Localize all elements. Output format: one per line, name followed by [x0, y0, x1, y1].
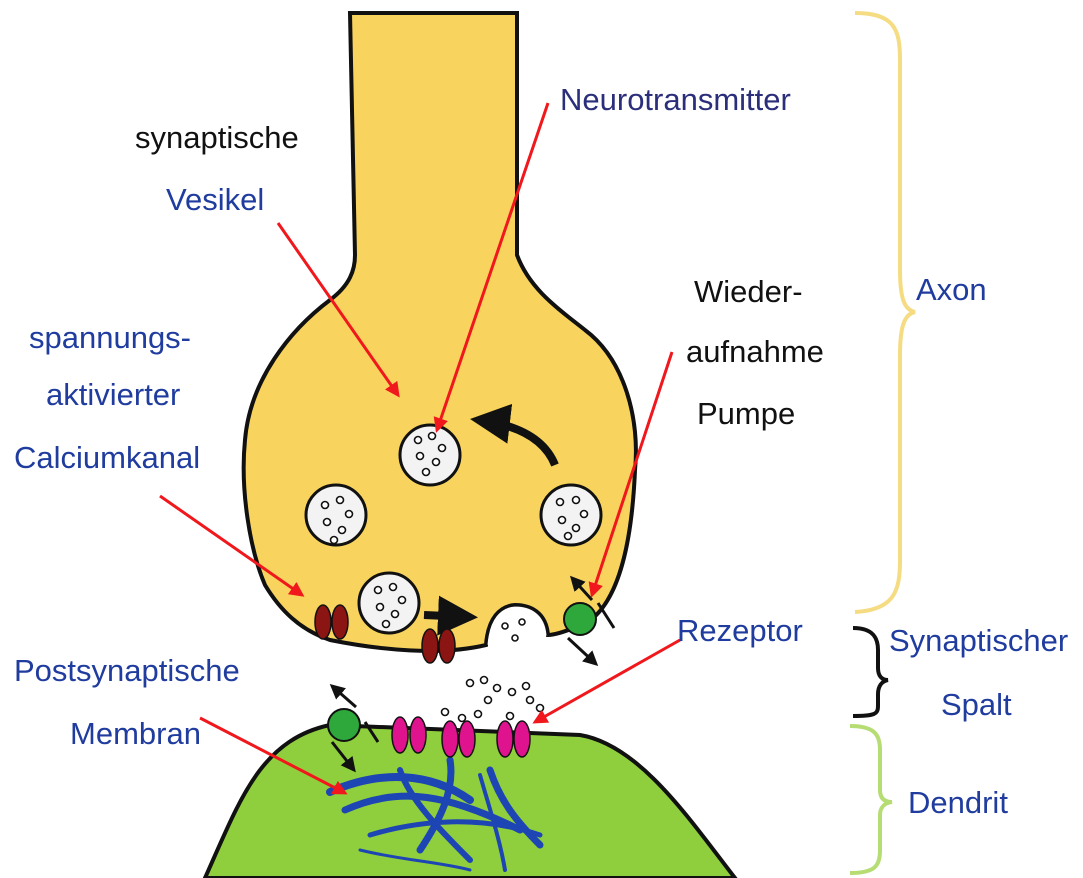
reuptake-pump-dendrite — [328, 709, 360, 741]
label-aktivierter: aktivierter — [46, 377, 180, 412]
vesicle-movement-arrow — [424, 615, 470, 617]
label-spalt: Spalt — [941, 687, 1012, 722]
label-synaptische: synaptische — [135, 120, 299, 155]
rezeptor-arrow — [535, 640, 680, 722]
label-spannungs: spannungs- — [29, 320, 191, 355]
spalt-brace — [853, 628, 888, 716]
label-postsynaptische: Postsynaptische — [14, 653, 240, 688]
dendrit-brace — [850, 726, 892, 873]
label-rezeptor: Rezeptor — [677, 613, 803, 648]
label-membran: Membran — [70, 716, 201, 751]
label-pumpe: Pumpe — [697, 396, 795, 431]
label-dendrit: Dendrit — [908, 785, 1008, 820]
label-axon: Axon — [916, 272, 987, 307]
label-wieder: Wieder- — [694, 274, 803, 309]
label-aufnahme: aufnahme — [686, 334, 824, 369]
label-vesikel: Vesikel — [166, 182, 264, 217]
label-synaptischer: Synaptischer — [889, 623, 1068, 658]
vesicle — [306, 485, 366, 545]
axon-brace — [855, 13, 915, 612]
reuptake-pump-axon — [564, 603, 596, 635]
label-neurotransmitter: Neurotransmitter — [560, 82, 791, 117]
label-calciumkanal: Calciumkanal — [14, 440, 200, 475]
